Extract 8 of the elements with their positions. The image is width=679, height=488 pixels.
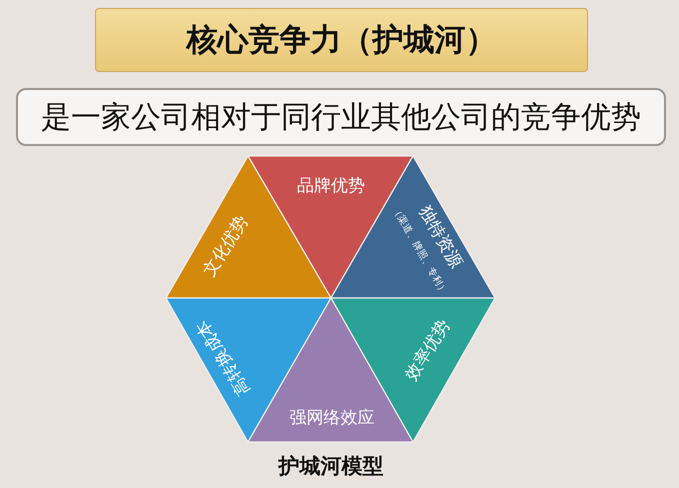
title-banner: 核心竞争力（护城河）	[95, 8, 588, 72]
segment-label: 效率优势	[402, 316, 454, 384]
segment-label: 品牌优势	[297, 176, 365, 196]
segment-label: 高转换成本	[192, 316, 254, 398]
segment-label: 文化优势	[200, 212, 252, 280]
segment-label: 强网络效应	[290, 408, 374, 428]
subtitle-box: 是一家公司相对于同行业其他公司的竞争优势	[16, 88, 666, 146]
model-caption: 护城河模型	[277, 453, 384, 480]
